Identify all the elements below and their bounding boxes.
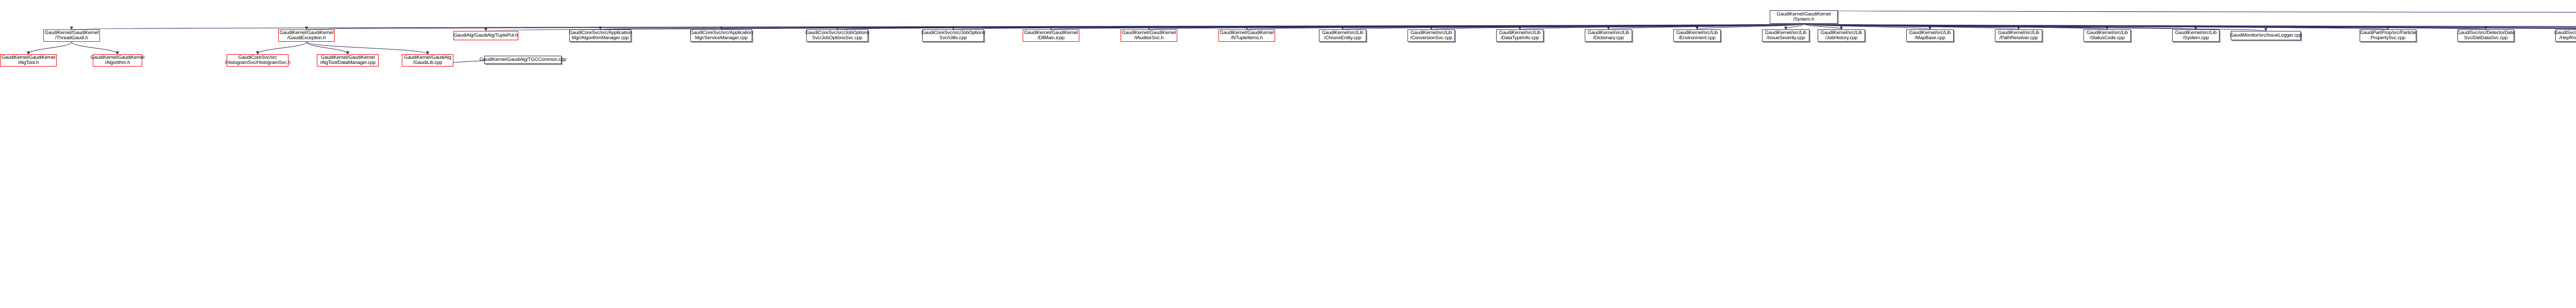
- graph-node[interactable]: GaudiKernel/src/Lib /DataTypeInfo.cpp: [1496, 29, 1544, 42]
- graph-node[interactable]: GaudiKernel/src/Lib /MapBase.cpp: [1906, 29, 1954, 42]
- graph-node[interactable]: GaudiKernel/GaudiKernel /AlgTool.h: [0, 54, 57, 67]
- graph-edge: [1518, 23, 1804, 30]
- graph-edge: [306, 41, 349, 55]
- graph-node[interactable]: GaudiKernel/src/Lib /System.cpp: [2172, 29, 2219, 42]
- graph-edge: [1246, 23, 1804, 30]
- graph-edge: [1341, 23, 1804, 30]
- graph-node[interactable]: GaudiKernel/GaudiKernel /ThreadGaudi.h: [43, 29, 100, 42]
- graph-node[interactable]: GaudiKernel/src/Lib /Dictionary.cpp: [1585, 29, 1632, 42]
- graph-edge: [1803, 23, 2576, 27]
- graph-edge: [1803, 23, 2020, 30]
- graph-edge: [1803, 23, 2389, 30]
- graph-edge: [1803, 23, 1843, 30]
- graph-node[interactable]: GaudiKernel/GaudiKernel /NTupleItems.h: [1218, 29, 1275, 42]
- graph-node[interactable]: GaudiSvc/src/DetectorData Svc/DetDataSvc…: [2457, 29, 2515, 42]
- graph-edge: [600, 23, 1804, 30]
- graph-edge: [836, 23, 1804, 30]
- graph-node[interactable]: GaudiKernel/src/Lib /PathResolver.cpp: [1995, 29, 2042, 42]
- graph-node[interactable]: GaudiAlg/GaudiAlg/TuplePut.h: [453, 31, 518, 40]
- graph-edge: [1803, 23, 2576, 27]
- graph-node[interactable]: GaudiCoreSvc/src /HistogramSvc/Histogram…: [225, 54, 291, 67]
- graph-edge: [1803, 23, 2576, 29]
- graph-node[interactable]: GaudiKernel/GaudiKernel /System.h: [1770, 10, 1838, 24]
- graph-node[interactable]: GaudiPartProp/src/Particle PropertySvc.c…: [2360, 29, 2416, 42]
- graph-edge: [1050, 23, 1804, 30]
- graph-edge: [1148, 23, 1804, 30]
- graph-node[interactable]: GaudiSvc/src/RndmGenSvc /HepRndmEngines.…: [2554, 29, 2576, 42]
- graph-edge: [721, 23, 1804, 30]
- graph-edge: [306, 41, 429, 55]
- graph-edge: [1803, 23, 2197, 30]
- graph-edge: [1607, 23, 1804, 30]
- graph-node[interactable]: GaudiKernel/src/Lib /IssueSeverity.cpp: [1762, 29, 1809, 42]
- graph-node[interactable]: GaudiCoreSvc/src/JobOptions Svc/Utils.cp…: [921, 29, 985, 42]
- graph-node[interactable]: GaudiKernel/GaudiKernel /Algorithm.h: [90, 54, 145, 67]
- graph-node[interactable]: GaudiKernel/src/Lib /StatusCode.cpp: [2083, 29, 2131, 42]
- graph-edge: [71, 23, 1804, 30]
- graph-node[interactable]: GaudiKernel/src/Lib /ChronoEntity.cpp: [1319, 29, 1366, 42]
- graph-edge: [1784, 23, 1804, 30]
- graph-edge: [1803, 23, 2487, 30]
- graph-node[interactable]: GaudiKernel/GaudiKernel /AlgTool/DataMan…: [317, 54, 379, 67]
- graph-node[interactable]: GaudiKernel/GaudiKernel /GaudiException.…: [278, 29, 335, 42]
- graph-node[interactable]: GaudiKernel/GaudiAlg /GaudiLib.cpp: [402, 54, 453, 67]
- graph-edge: [1696, 23, 1804, 30]
- graph-edge: [256, 41, 307, 55]
- graph-edge: [1430, 23, 1804, 30]
- graph-node[interactable]: GaudiKernel/src/Lib /Environment.cpp: [1673, 29, 1721, 42]
- graph-node[interactable]: GaudiKernel/src/Lib /JobHistory.cpp: [1818, 29, 1865, 42]
- graph-edge: [1803, 10, 2576, 14]
- graph-node[interactable]: GaudiCoreSvc/src/JobOptions Svc/JobOptio…: [805, 29, 869, 42]
- graph-node[interactable]: GaudiKernel/GaudiKernel /IAuditorSvc.h: [1121, 29, 1177, 42]
- graph-node[interactable]: GaudiCoreSvc/src/Application Mgr/Service…: [690, 29, 753, 42]
- graph-edge: [1803, 23, 1931, 30]
- graph-edge: [1803, 23, 2576, 28]
- graph-edge: [952, 23, 1804, 30]
- graph-edge: [306, 23, 1804, 30]
- graph-node[interactable]: GaudiMonitor/src/IssueLogger.cpp: [2230, 31, 2302, 40]
- graph-edge: [1803, 23, 2109, 30]
- graph-node[interactable]: GaudiKernel/GaudiAlg/TGCCommon.cpp: [480, 56, 566, 64]
- graph-node[interactable]: GaudiCoreSvc/src/Application Mgr/Algorit…: [569, 29, 632, 42]
- graph-edge: [27, 41, 72, 55]
- graph-node[interactable]: GaudiKernel/GaudiKernel /DllMain.icpp: [1023, 29, 1079, 42]
- graph-edge: [71, 41, 119, 55]
- graph-node[interactable]: GaudiKernel/src/Lib /ConversionSvc.cpp: [1408, 29, 1455, 42]
- graph-edge: [1803, 23, 2576, 27]
